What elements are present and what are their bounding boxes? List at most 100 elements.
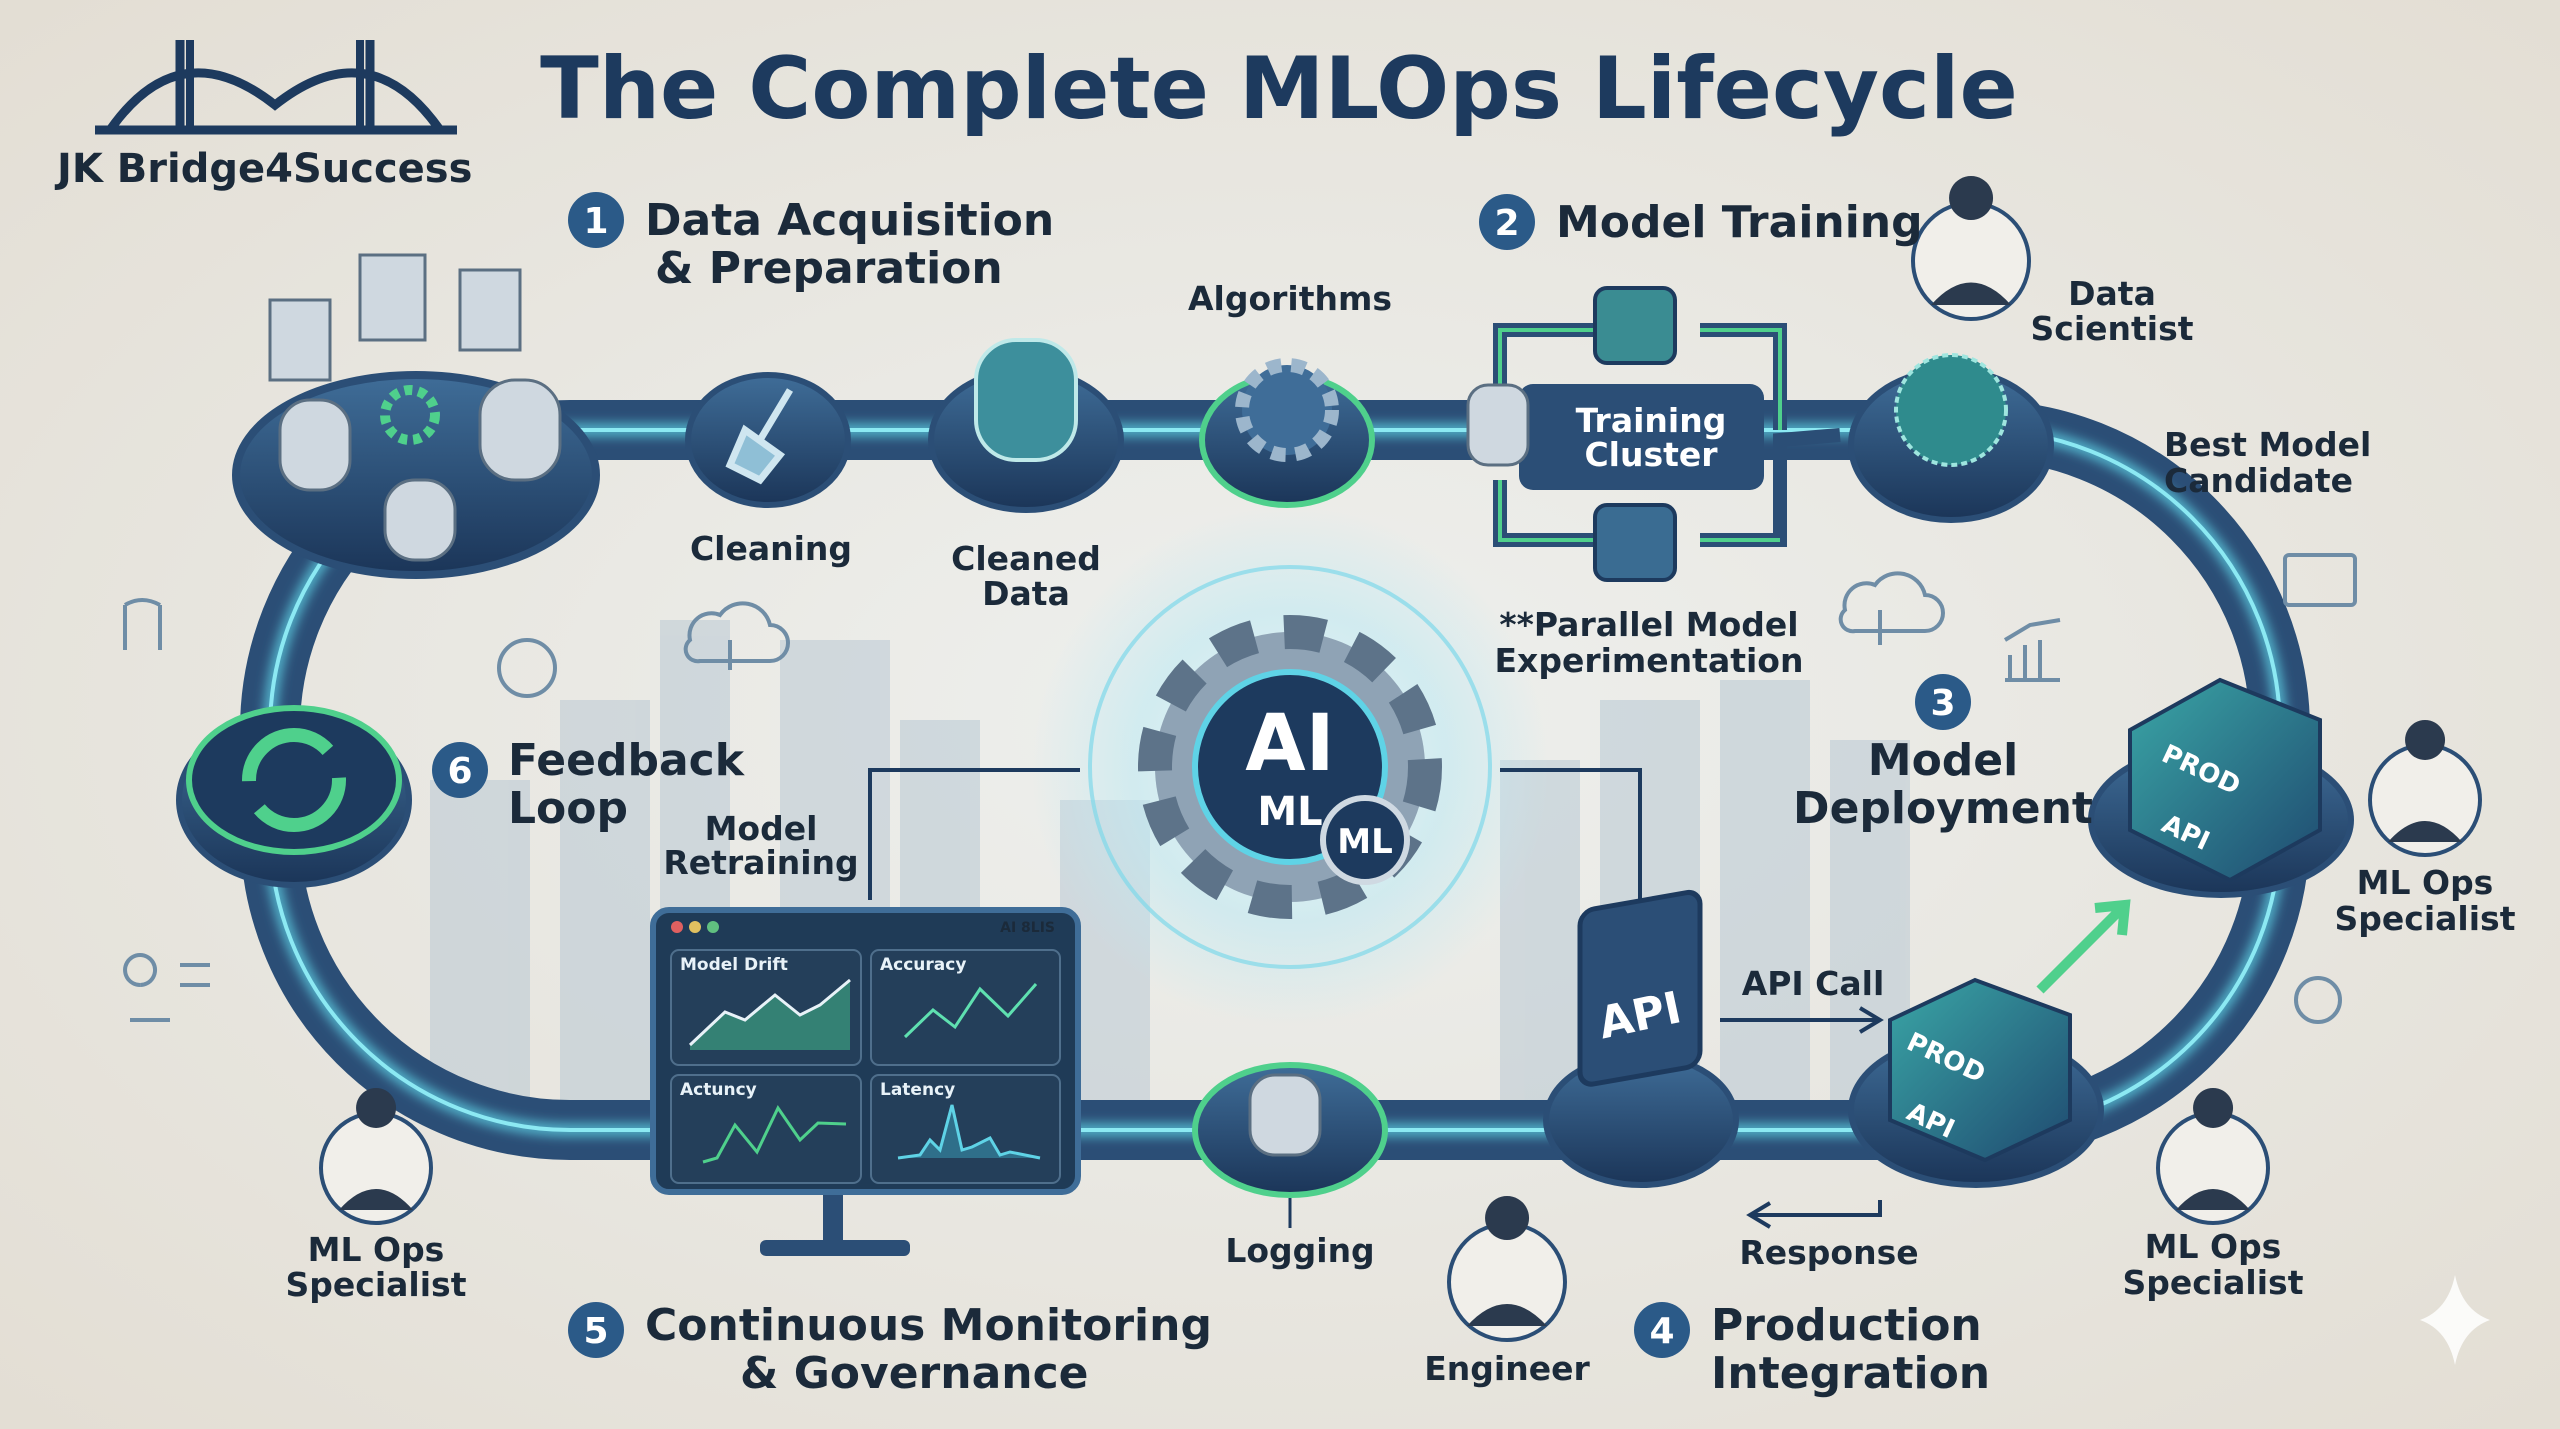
training-cluster-node: Training Cluster [1466,286,1841,582]
model-retraining-label-2: Retraining [663,843,858,882]
settings-display-icon [2294,976,2342,1024]
best-model-label-2: Candidate [2164,461,2353,500]
cleaning-label: Cleaning [690,529,852,568]
person-icon [1467,1196,1547,1326]
person-role-2: Specialist [2335,899,2516,938]
latency-sparkline [897,1104,1041,1160]
person-icon [339,1088,413,1210]
prod-api-cube-2: PROD API [1848,899,2131,1188]
stage-title: Model [1868,735,2018,786]
database-icon [1466,383,1530,467]
arrow-icon [2036,899,2131,994]
actuncy-sparkline [702,1105,847,1164]
stage-title: Continuous Monitoring [645,1300,1212,1351]
training-cluster-label-2: Cluster [1584,435,1718,474]
stage-number: 3 [1930,683,1955,724]
stage-number: 2 [1494,203,1519,244]
stage-title-2: Integration [1711,1348,1990,1399]
person-icon [2176,1088,2250,1210]
cleaned-data-node [928,338,1124,513]
panel-title: Latency [880,1080,955,1100]
document-icon [268,298,332,382]
sync-icon [497,638,557,698]
cleaning-node [685,372,851,508]
cleaned-data-label: Cleaned [951,539,1101,578]
person-role: Engineer [1424,1349,1590,1388]
accuracy-sparkline [903,983,1038,1039]
people-labels: Data Scientist ML Ops Specialist ML Ops … [286,274,2516,1388]
sparkle-icon [2420,1275,2490,1365]
person-role: ML Ops [308,1230,445,1269]
cloud-download-icon [683,601,790,670]
gear-icon [1235,358,1339,462]
gear-icon [380,385,440,445]
stage-number: 5 [583,1311,608,1352]
list-icon [1593,503,1677,582]
stage-title-2: & Governance [740,1348,1089,1399]
central-ai-ml-core: AI ML ML [868,507,1642,1027]
database-icon [383,478,457,562]
stage-number: 6 [447,751,472,792]
neural-network-icon [1894,353,2008,467]
person-role: ML Ops [2145,1227,2282,1266]
parallel-experimentation-label: **Parallel Model [1499,605,1798,644]
stage-title-2: Deployment [1793,783,2093,834]
person-role: Data [2068,274,2156,313]
model-retraining-label: Model [705,809,818,848]
node-labels: Cleaning Cleaned Data Algorithms **Paral… [663,279,2371,1272]
logging-label: Logging [1225,1231,1374,1270]
response-label: Response [1739,1233,1918,1272]
broom-icon [725,388,794,485]
cleaned-data-label-2: Data [982,574,1070,613]
person-icon [1931,176,2011,305]
stage-number: 1 [583,201,608,242]
person-role-2: Specialist [2123,1263,2304,1302]
database-document-icon [458,268,522,352]
algorithms-label: Algorithms [1188,279,1392,318]
stage-title: Model Training [1556,197,1923,248]
stage-title: Feedback [508,735,746,786]
database-icon [278,398,352,492]
stage-number: 4 [1649,1311,1674,1352]
panel-title: Actuncy [680,1080,757,1100]
ml-label: ML [1257,789,1322,835]
best-model-node [1848,353,2054,523]
stage-title: Data Acquisition [645,195,1054,246]
person-role-2: Scientist [2030,309,2193,348]
stage-title-2: Loop [508,783,628,834]
database-icon [1248,1073,1322,1157]
person-icon [2388,720,2462,842]
database-icon [478,378,562,482]
training-cluster-label: Training [1576,401,1727,440]
bar-chart-icon [2003,618,2061,682]
brand-name: JK Bridge4Success [54,146,472,192]
brand-logo: JK Bridge4Success [54,40,472,192]
best-model-label: Best Model [2164,425,2371,464]
api-tablet: API [1543,889,1884,1229]
panel-accuracy [870,949,1061,1066]
refresh-icon [242,728,346,832]
logging-node [1192,1062,1388,1228]
stage-6-heading: 6 Feedback Loop [432,735,746,834]
prod-api-cube: PROD API [2088,677,2354,898]
panel-title: Accuracy [880,955,966,975]
ai-label: AI [1245,699,1334,789]
database-gear-icon [123,598,162,650]
algorithms-node [1199,358,1375,508]
database-icon [974,338,1078,462]
person-role-2: Specialist [286,1265,467,1304]
parallel-experimentation-label-2: Experimentation [1495,641,1804,680]
stage-2-heading: 2 Model Training [1479,194,1923,250]
stage-5-heading: 5 Continuous Monitoring & Governance [568,1300,1212,1399]
stage-3-heading: 3 Model Deployment [1793,674,2093,834]
dashboard-header: AI 8LIS [1000,920,1055,936]
feedback-loop-node [176,705,412,888]
drift-sparkline [690,980,850,1050]
cloud-download-icon [1838,571,1945,645]
stage-4-heading: 4 Production Integration [1634,1300,1990,1399]
stage-1-heading: 1 Data Acquisition & Preparation [568,192,1054,294]
ml-badge: ML [1337,822,1393,862]
api-call-label: API Call [1742,964,1885,1003]
person-role: ML Ops [2357,863,2494,902]
